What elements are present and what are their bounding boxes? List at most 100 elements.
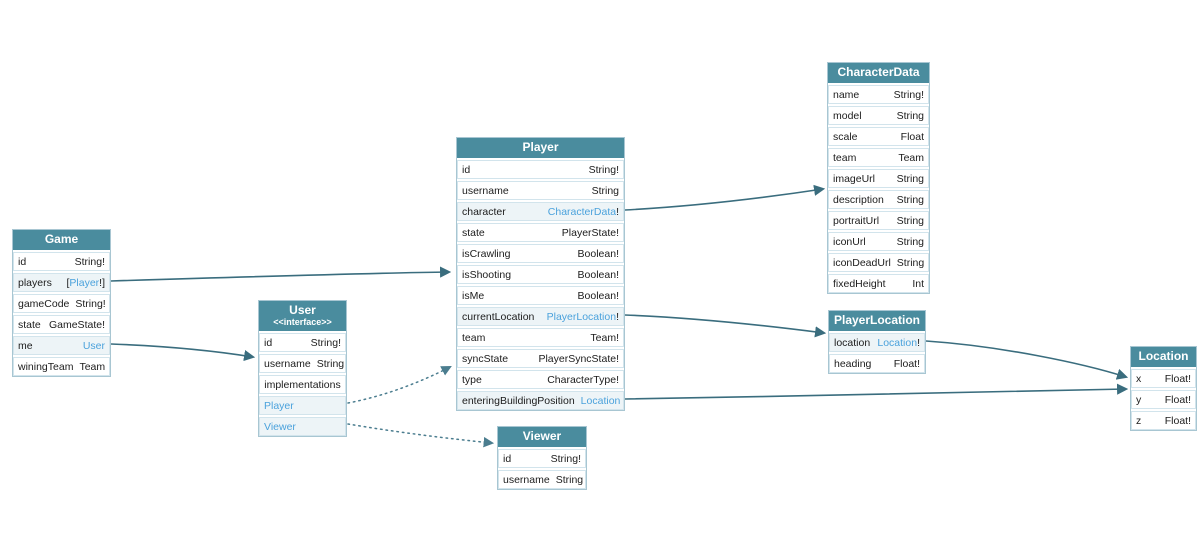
field-type: User [83,340,105,352]
implementation-type-link[interactable]: Viewer [264,420,296,433]
field-type: Float! [1164,393,1191,406]
field-type: String [896,172,924,185]
field-type-link[interactable]: Location [580,394,621,407]
field-name: isShooting [462,268,512,281]
field-name: z [1136,414,1142,427]
field-name: players [18,276,52,289]
field-row-player-team[interactable]: team Team! [457,328,624,347]
field-type: PlayerSyncState! [538,352,619,365]
field-name: gameCode [18,297,70,310]
edge-game-players-to-player [110,266,452,282]
type-title-location[interactable]: Location [1131,347,1196,367]
field-type: String [555,473,584,486]
field-type-link[interactable]: Player [69,276,100,289]
type-title-game[interactable]: Game [13,230,110,250]
field-row-characterdata-imageurl[interactable]: imageUrl String [828,169,929,188]
field-type: String! [74,255,105,268]
field-type-link[interactable]: PlayerLocation [546,310,617,323]
field-type: String [896,109,924,122]
field-name: state [18,318,41,331]
field-row-user-viewer[interactable]: Viewer [259,417,346,436]
field-name: imageUrl [833,172,876,185]
field-type: String! [310,336,341,349]
field-type: Boolean! [577,268,619,281]
field-row-game-players[interactable]: players [Player!] [13,273,110,292]
field-type-link[interactable]: Location [877,336,918,349]
field-type: PlayerState! [561,226,619,239]
field-name: username [462,184,509,197]
field-name: enteringBuildingPosition [462,394,575,407]
type-title-label: Location [1138,349,1189,363]
type-title-viewer[interactable]: Viewer [498,427,586,447]
field-type: String [896,256,925,269]
field-name: implementations [264,378,341,391]
type-title-label: Game [44,232,79,246]
type-title-characterdata[interactable]: CharacterData [828,63,929,83]
field-type-link[interactable]: User [82,339,105,352]
field-row-game-state[interactable]: state GameState! [13,315,110,334]
edge-user-player-to-player [347,366,452,404]
type-title-playerlocation[interactable]: PlayerLocation [829,311,925,331]
type-title-user[interactable]: User<<interface>> [259,301,346,331]
field-name: team [462,331,486,344]
field-name: id [264,336,273,349]
type-title-label: Player [522,140,559,154]
field-type: String! [75,297,106,310]
implementation-type-link[interactable]: Player [264,399,294,412]
field-type: GameState! [48,318,105,331]
field-name: winingTeam [18,360,74,373]
field-type-link[interactable]: CharacterData [547,205,617,218]
field-type: Team! [590,331,619,344]
field-row-player-enteringbuildingposition[interactable]: enteringBuildingPosition Location [457,391,624,410]
type-title-label: CharacterData [837,65,920,79]
field-type: Float! [1164,372,1191,385]
field-row-user-id[interactable]: id String! [259,333,346,352]
field-name: character [462,205,506,218]
field-row-user-player[interactable]: Player [259,396,346,415]
field-type-prefix: [ [66,276,70,289]
field-row-game-gamecode[interactable]: gameCode String! [13,294,110,313]
field-type-suffix: ! [616,310,619,323]
edge-player-character-to-characterdata [624,184,826,211]
edge-playerlocation-location-to-location [925,340,1129,380]
field-type-suffix: !] [99,276,105,289]
field-name: heading [834,357,872,370]
field-row-user-implementations[interactable]: implementations [259,375,346,394]
type-title-label: PlayerLocation [833,313,921,327]
field-type: String [316,357,345,370]
edge-player-currentlocation-to-playerlocation [624,314,827,338]
type-title-player[interactable]: Player [457,138,624,158]
field-row-player-isshooting[interactable]: isShooting Boolean! [457,265,624,284]
